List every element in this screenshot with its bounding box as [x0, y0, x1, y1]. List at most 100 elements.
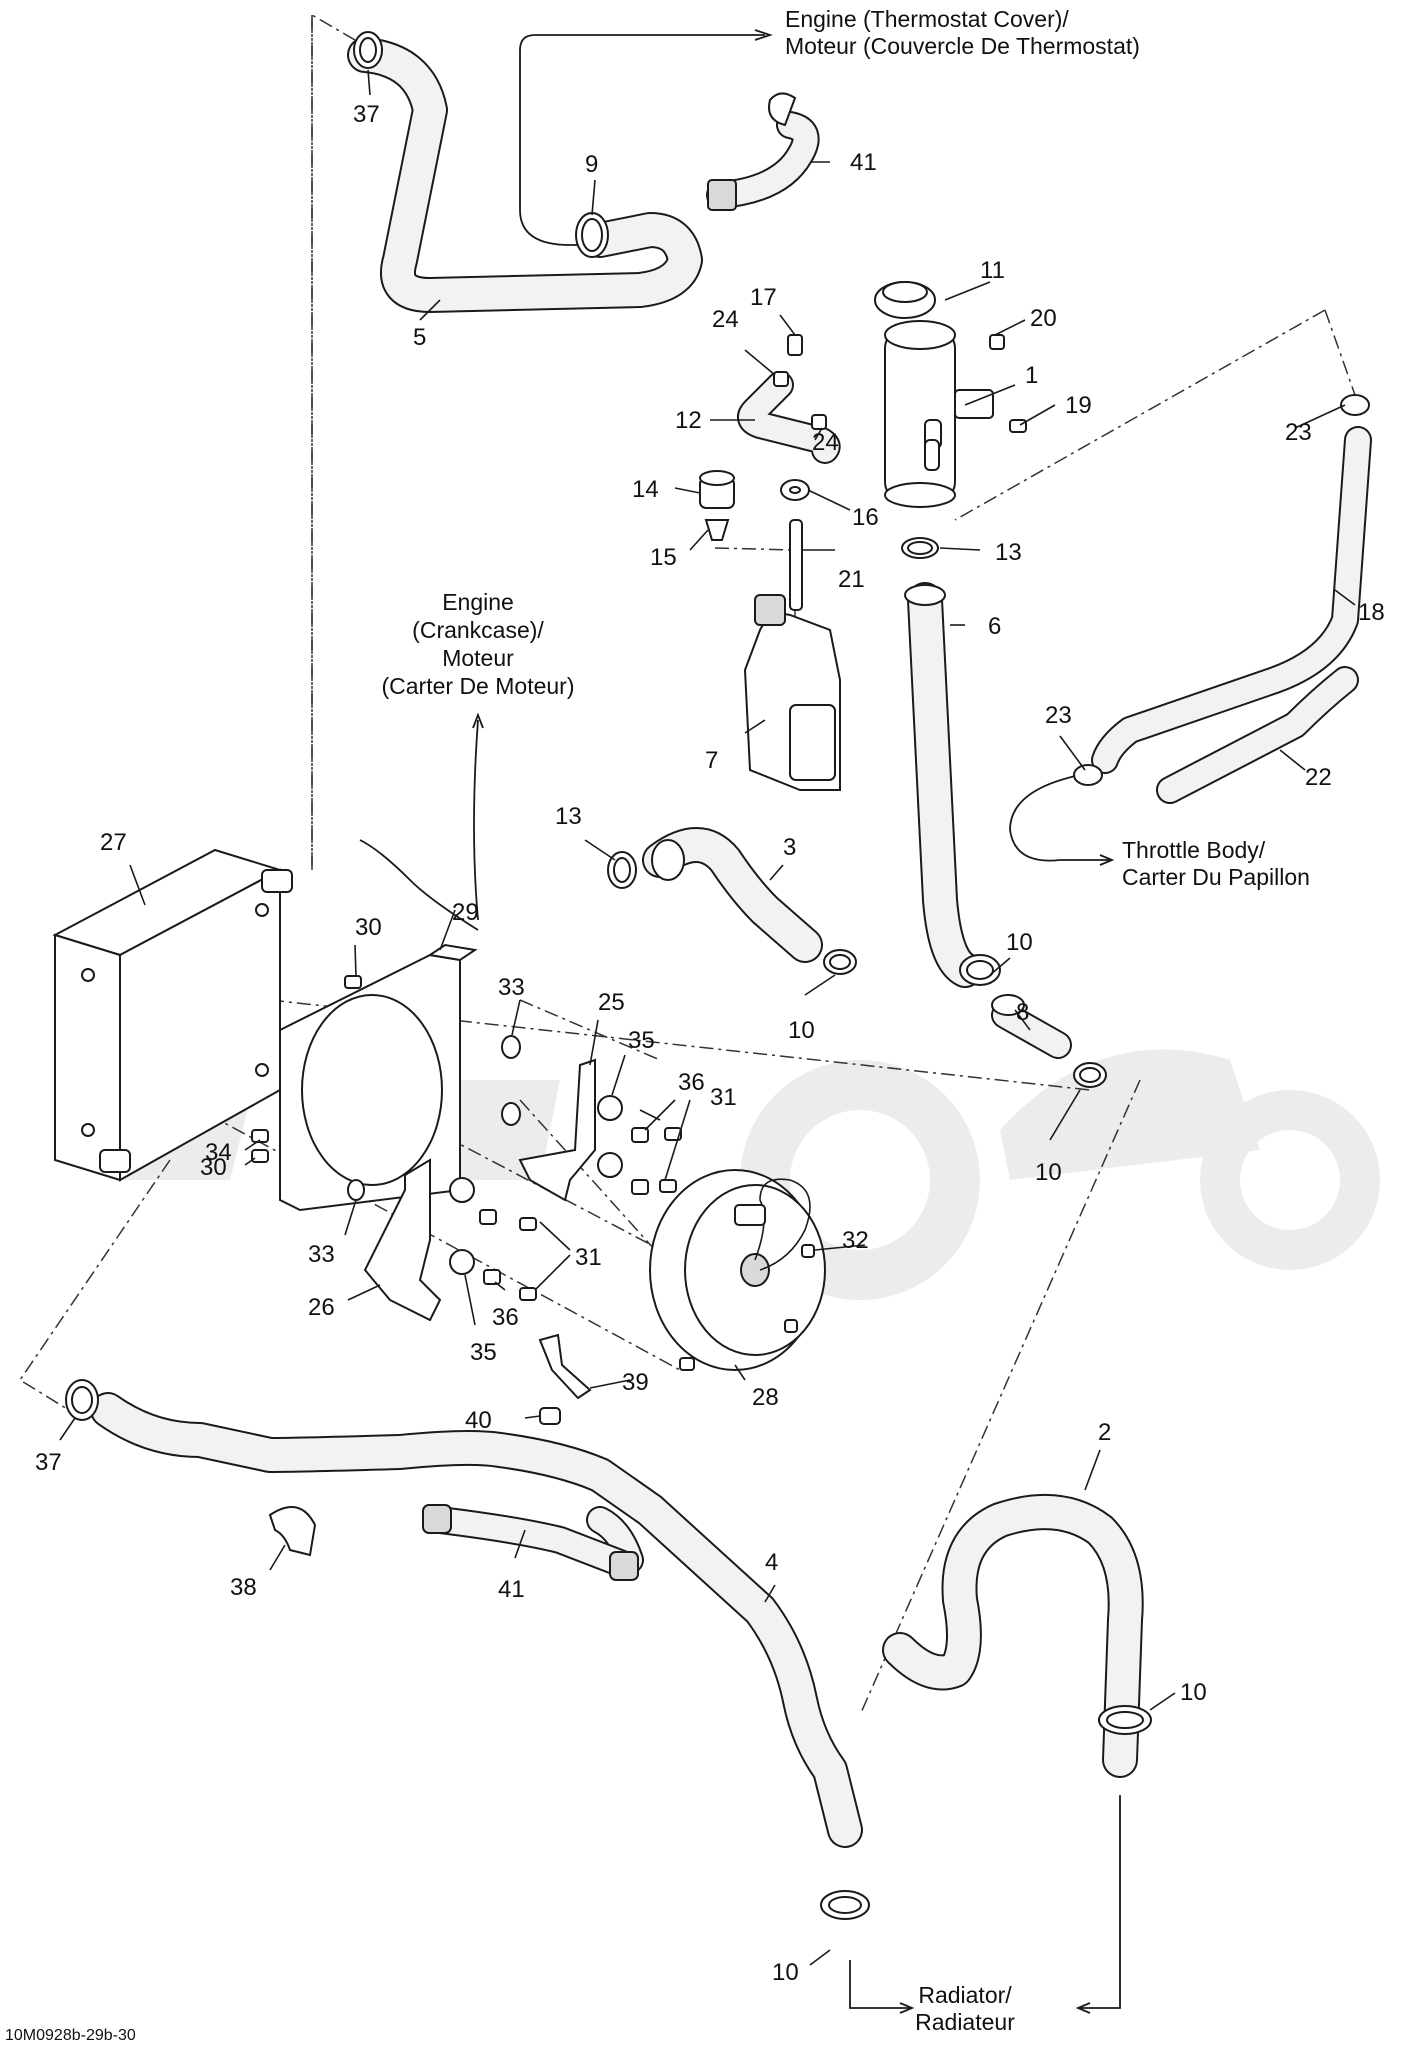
clamp-10-d: [820, 1890, 870, 1920]
callout-31: 31: [710, 1084, 737, 1111]
callout-29: 29: [452, 899, 479, 926]
callout-40: 40: [465, 1407, 492, 1434]
callout-11: 11: [980, 257, 1005, 284]
callout-36: 36: [678, 1069, 705, 1096]
note-radiator-line2: Radiateur: [915, 2009, 1015, 2035]
destination-notes: Engine (Thermostat Cover)/ Moteur (Couve…: [5, 6, 1310, 2044]
fan-motor-28: [649, 1169, 826, 1371]
fasteners: [251, 975, 815, 1425]
tube-21: [789, 519, 803, 611]
callout-41: 41: [850, 149, 877, 176]
callout-10e: 10: [772, 1959, 799, 1986]
callout-3: 3: [783, 834, 796, 861]
callout-33b: 33: [308, 1241, 335, 1268]
callout-5: 5: [413, 324, 426, 351]
callout-30: 30: [355, 914, 382, 941]
callout-10c: 10: [1035, 1159, 1062, 1186]
breather-tube-12: [737, 334, 841, 464]
note-crankcase-line3: Moteur: [442, 645, 514, 671]
clamp-37-bottom: [65, 1379, 99, 1421]
callout-7: 7: [705, 747, 718, 774]
callout-1: 1: [1025, 362, 1038, 389]
callout-39: 39: [622, 1369, 649, 1396]
callout-28: 28: [752, 1384, 779, 1411]
bracket-26: [363, 1158, 442, 1322]
callout-41b: 41: [498, 1576, 525, 1603]
callout-10d: 10: [1180, 1679, 1207, 1706]
clamp-10-e: [1098, 1705, 1152, 1735]
fan-shroud-29: [279, 943, 478, 1212]
note-crankcase-line2: (Crankcase)/: [412, 617, 544, 643]
radiator-27: [52, 848, 293, 1182]
callout-2: 2: [1098, 1419, 1111, 1446]
tee-8: [991, 994, 1072, 1059]
sleeve-41-top: [706, 92, 820, 211]
diagram-code: 10M0928b-29b-30: [5, 2027, 136, 2044]
leader-lines: [59, 69, 1356, 1966]
callout-10b: 10: [788, 1017, 815, 1044]
callout-24b: 24: [812, 429, 839, 456]
cap-14: [699, 470, 735, 509]
clamp-9: [575, 212, 609, 258]
hose-3: [642, 827, 823, 963]
note-thermostat-line1: Engine (Thermostat Cover)/: [785, 6, 1069, 32]
callout-22: 22: [1305, 764, 1332, 791]
callout-38: 38: [230, 1574, 257, 1601]
callouts: 37 9 41 5 11 17 20 24 1 19 12 24 23 14 1…: [35, 101, 1385, 1986]
bracket-25: [518, 1058, 596, 1202]
note-radiator-line1: Radiator/: [918, 1982, 1012, 2008]
clamp-13-lower: [607, 851, 637, 889]
callout-34: 34: [205, 1139, 232, 1166]
callout-37: 37: [353, 101, 380, 128]
callout-21: 21: [838, 566, 865, 593]
callout-9: 9: [585, 151, 598, 178]
callout-23b: 23: [1045, 702, 1072, 729]
callout-30b: 30: [200, 1154, 227, 1181]
hose-18: [1073, 394, 1372, 786]
hose-6: [904, 582, 983, 988]
callout-31b: 31: [575, 1244, 602, 1271]
grommet-16: [780, 479, 810, 501]
callout-37b: 37: [35, 1449, 62, 1476]
callout-33: 33: [498, 974, 525, 1001]
radiator-cap-11: [874, 281, 936, 319]
clamp-13-upper: [901, 537, 939, 559]
callout-6: 6: [988, 613, 1001, 640]
callout-8: 8: [1016, 999, 1029, 1026]
callout-35b: 35: [470, 1339, 497, 1366]
callout-10: 10: [1006, 929, 1033, 956]
callout-4: 4: [765, 1549, 778, 1576]
callout-18: 18: [1358, 599, 1385, 626]
callout-14: 14: [632, 476, 659, 503]
routing-arrows: [359, 29, 1121, 2014]
callout-23: 23: [1285, 419, 1312, 446]
overflow-bottle-7: [743, 594, 841, 791]
clip-38: [268, 1506, 317, 1557]
clamp-37-top: [353, 31, 383, 69]
hose-22: [1156, 666, 1359, 804]
clamp-10-b: [959, 954, 1001, 986]
note-crankcase-line4: (Carter De Moteur): [382, 673, 575, 699]
callout-36b: 36: [492, 1304, 519, 1331]
callout-25: 25: [598, 989, 625, 1016]
callout-15: 15: [650, 544, 677, 571]
note-thermostat-line2: Moteur (Couvercle De Thermostat): [785, 33, 1140, 59]
callout-13b: 13: [555, 803, 582, 830]
hose-4: [90, 1392, 863, 1848]
hose-2: [882, 1494, 1144, 1778]
small-parts-19-20: [989, 334, 1027, 433]
note-crankcase-line1: Engine: [442, 589, 514, 615]
callout-27: 27: [100, 829, 127, 856]
clamp-10-a: [823, 949, 857, 975]
callout-24: 24: [712, 306, 739, 333]
note-throttle-line2: Carter Du Papillon: [1122, 864, 1310, 890]
callout-26: 26: [308, 1294, 335, 1321]
callout-35: 35: [628, 1027, 655, 1054]
callout-19: 19: [1065, 392, 1092, 419]
hose-5: [347, 37, 703, 313]
sleeve-41-bottom: [422, 1504, 639, 1581]
adapter-15: [704, 519, 730, 541]
callout-16: 16: [852, 504, 879, 531]
callout-17: 17: [750, 284, 777, 311]
